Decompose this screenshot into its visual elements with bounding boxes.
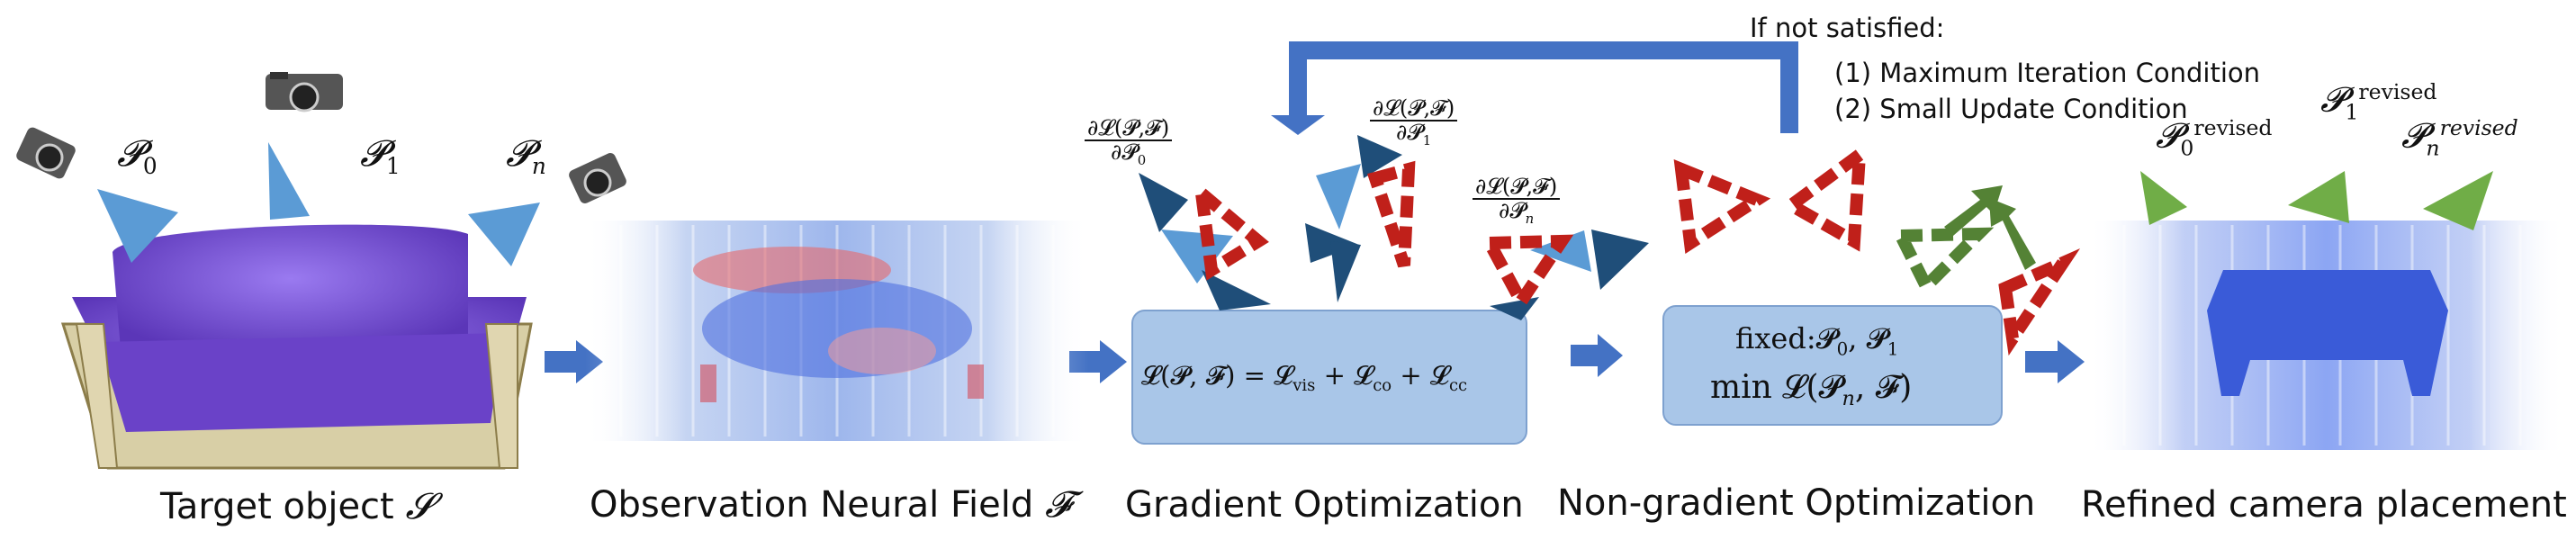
camera-label-pn: 𝓟n [506,133,546,179]
revised-label-p1: 𝓟1revised [2320,79,2437,125]
stage-label-nongradient: Non-gradient Optimization [1557,482,2036,524]
loss-box [1131,310,1527,445]
feedback-title: If not satisfied: [1750,13,1945,43]
gradient-pn: ∂𝓛(𝓟,𝓕)∂𝓟n [1473,175,1561,227]
camera-triangle-p1 [268,142,310,220]
stage-label-target: Target object 𝓢 [160,486,434,527]
minimize-loss-text: min 𝓛(𝓟n, 𝓕) [1710,369,1913,411]
gradient-p1: ∂𝓛(𝓟,𝓕)∂𝓟1 [1370,96,1458,148]
camera-label-p0: 𝓟0 [117,133,158,179]
target-sofa [60,224,533,470]
feedback-loop-arrow [1271,41,1798,135]
camera-icon [16,127,76,179]
revise-arrows [1944,185,2036,270]
stage-label-refined: Refined camera placement [2081,484,2567,526]
feedback-condition-1: (1) Maximum Iteration Condition [1834,58,2261,88]
flow-arrow [2025,340,2085,383]
stage-label-gradient: Gradient Optimization [1125,484,1524,526]
revised-label-pn: 𝓟nrevised [2401,115,2518,161]
revised-camera-p0 [2140,171,2187,225]
camera-triangle-pn [468,202,540,266]
refined-neural-field [2088,220,2565,450]
camera-triangle-p0 [97,189,178,263]
camera-icon [266,72,343,112]
revised-camera-p1 [2288,171,2349,223]
stage-label-field: Observation Neural Field 𝓕 [590,484,1072,526]
feedback-condition-2: (2) Small Update Condition [1834,94,2188,124]
gradient-p0: ∂𝓛(𝓟,𝓕)∂𝓟0 [1085,116,1173,168]
flow-arrow [1571,334,1623,377]
camera-label-p1: 𝓟1 [360,133,401,179]
field-symbol: 𝓕 [1045,484,1072,526]
dashed-camera-triangles-green [1890,227,1995,297]
nongrad-box [1662,305,2003,426]
loss-equation: 𝓛(𝓟, 𝓕) = 𝓛vis + 𝓛co + 𝓛cc [1141,360,1468,395]
target-symbol: 𝓢 [405,486,434,527]
camera-triangles-gradient [1139,135,1649,320]
dashed-camera-triangles-red [1193,141,2081,356]
revised-label-p0: 𝓟0revised [2156,115,2273,161]
fixed-cameras-text: fixed:𝓟0, 𝓟1 [1735,321,1899,360]
camera-icon [569,153,626,203]
revised-camera-pn [2423,171,2493,230]
observation-neural-field [585,220,1089,441]
